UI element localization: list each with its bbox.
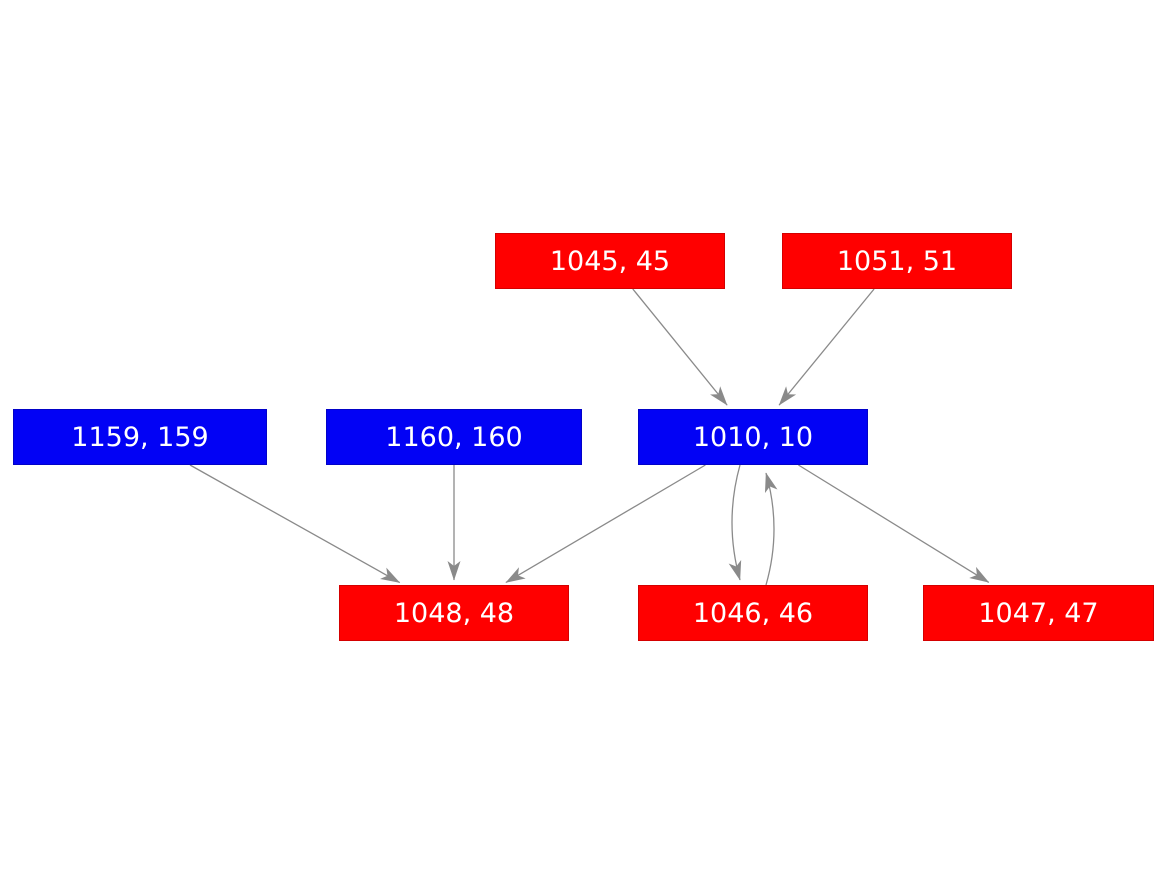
edge-1051-1010: [778, 288, 875, 406]
node-1048: 1048, 48: [339, 585, 569, 641]
edge-1010-1048: [505, 464, 706, 584]
node-label: 1045, 45: [549, 245, 671, 277]
node-label: 1047, 47: [978, 597, 1099, 629]
edge-1045-1010: [632, 288, 728, 406]
node-1159: 1159, 159: [13, 409, 267, 465]
edge-1010-1046: [728, 464, 742, 581]
node-1047: 1047, 47: [923, 585, 1154, 641]
node-label: 1159, 159: [71, 421, 209, 453]
node-1010: 1010, 10: [638, 409, 868, 465]
node-label: 1046, 46: [692, 597, 814, 629]
node-label: 1010, 10: [692, 421, 814, 453]
edge-1010-1047: [798, 464, 990, 583]
node-label: 1051, 51: [836, 245, 958, 277]
node-1160: 1160, 160: [326, 409, 582, 465]
node-1051: 1051, 51: [782, 233, 1012, 289]
node-label: 1048, 48: [393, 597, 515, 629]
edge-1159-1048: [189, 464, 401, 584]
edge-1046-1010: [764, 472, 778, 586]
node-label: 1160, 160: [385, 421, 523, 453]
node-1045: 1045, 45: [495, 233, 725, 289]
node-1046: 1046, 46: [638, 585, 868, 641]
